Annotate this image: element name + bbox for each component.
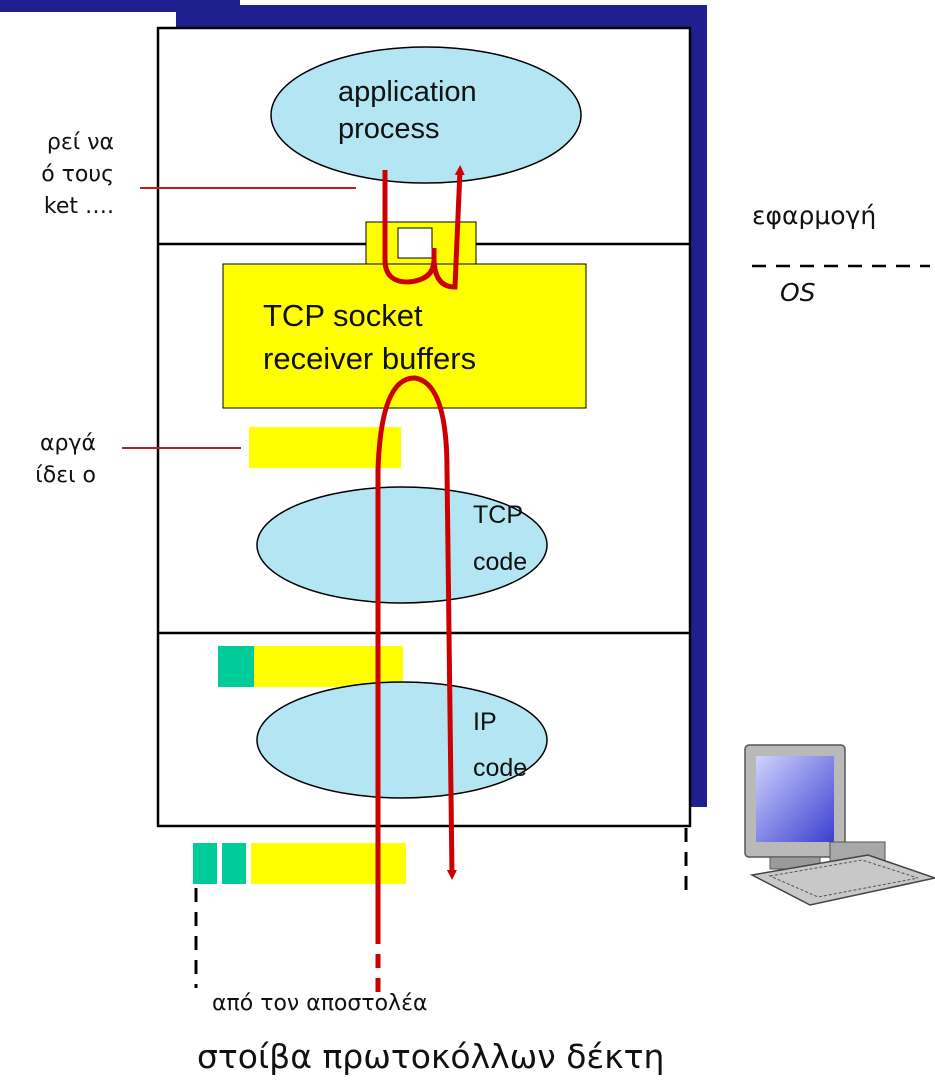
os-side-label: OS [780, 278, 816, 307]
annotation-top: ρεί να ό τους ket …. [0, 127, 114, 223]
application-label: application [338, 76, 477, 108]
tcp-code-ellipse [256, 486, 548, 604]
tcp-label: TCP [473, 501, 523, 529]
diagram-caption: στοίβα πρωτοκόλλων δέκτη [197, 1037, 665, 1076]
ip-datagram-payload [254, 646, 403, 687]
annotation-top-line-2: ό τους [41, 162, 114, 187]
tcp-socket-receiver-buffers [222, 263, 587, 409]
frame-payload [251, 843, 406, 884]
data-flow-arrow [375, 375, 457, 930]
process-label: process [338, 113, 440, 145]
annotation-middle-line-1: αργά [40, 431, 96, 456]
ip-datagram-header [218, 646, 254, 687]
desktop-computer-icon [744, 744, 935, 906]
from-sender-label: από τον αποστολέα [212, 991, 428, 1016]
application-side-label: εφαρμογή [752, 201, 877, 230]
receiver-buffers-label: receiver buffers [263, 341, 477, 376]
application-process-ellipse [270, 46, 582, 184]
annotation-top-line-3: ket …. [43, 194, 114, 219]
annotation-middle: αργά ίδει ο [0, 428, 96, 492]
annotation-middle-line-2: ίδει ο [35, 463, 96, 488]
tcp-socket-label: TCP socket [263, 298, 423, 333]
app-read-arrow [431, 165, 465, 290]
ip-code-label: code [473, 754, 528, 782]
tcp-code-label: code [473, 548, 528, 576]
annotation-top-line-1: ρεί να [46, 130, 114, 155]
frame-header-2 [222, 843, 246, 884]
tcp-segment-block [249, 427, 401, 468]
ip-code-ellipse [256, 681, 548, 799]
socket-buffer-slot [397, 227, 433, 259]
ip-label: IP [473, 708, 497, 736]
frame-header-1 [193, 843, 217, 884]
